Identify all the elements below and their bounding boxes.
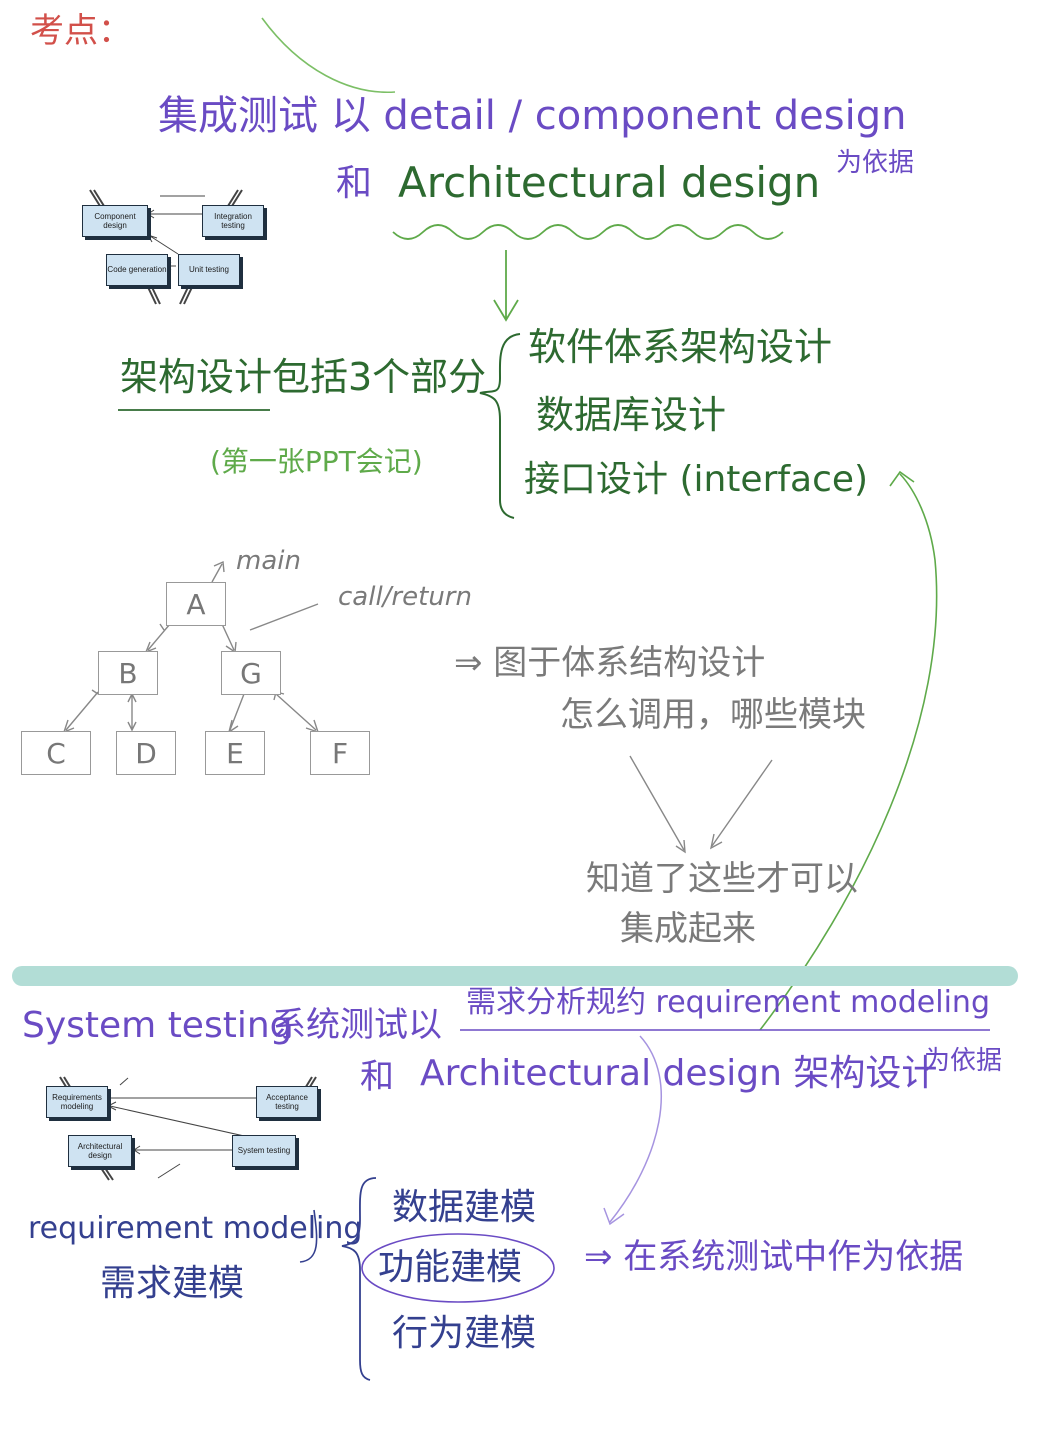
code-generation-box: Code generation (106, 254, 168, 286)
tree-node-g: G (221, 651, 281, 695)
req-en-label: requirement modeling (28, 1211, 363, 1246)
section2-line2-prefix: 和 (360, 1057, 394, 1097)
arch-note: (第一张PPT会记) (210, 445, 423, 478)
section1-line2-suffix: 为依据 (836, 148, 915, 178)
highlight-ellipse (361, 1233, 555, 1303)
component-design-box: Component design (82, 205, 148, 237)
req-brace (341, 1177, 377, 1381)
arch-item-2: 数据库设计 (536, 393, 727, 437)
down-arrow (493, 250, 519, 322)
gray-arrow-right (709, 759, 773, 850)
section2-line1-c: 需求分析规约 requirement modeling (466, 985, 990, 1020)
arrow-main (211, 560, 225, 583)
gray-note-3: 知道了这些才可以 (586, 859, 858, 899)
section2-line1-b: 系统测试以 (272, 1005, 442, 1045)
arrow-a-b (144, 623, 171, 654)
gray-note-1: ⇒ 图于体系结构设计 (454, 643, 766, 683)
gray-note-4: 集成起来 (620, 909, 756, 949)
req-item-3: 行为建模 (392, 1313, 537, 1354)
tree-node-d: D (116, 731, 176, 775)
arrow-g-e (227, 693, 245, 734)
unit-testing-box: Unit testing (178, 254, 240, 286)
acceptance-testing-box: Acceptance testing (256, 1086, 318, 1118)
tree-node-f: F (310, 731, 370, 775)
tree-node-e: E (205, 731, 265, 775)
arch-heading: 架构设计包括3个部分 (120, 355, 487, 399)
tree-node-b: B (98, 651, 158, 695)
arrow-b-c (62, 689, 99, 734)
arrow-a-g (221, 623, 237, 654)
main-label: main (236, 546, 301, 576)
top-arc-stroke (261, 17, 396, 93)
arrow-g-f (273, 691, 320, 734)
requirements-modeling-box: Requirements modeling (46, 1086, 108, 1118)
section2-line1-a: System testing (22, 1005, 293, 1046)
req-en-curl (299, 1209, 318, 1263)
section2-line2-main: Architectural design 架构设计 (420, 1053, 938, 1094)
system-testing-box: System testing (232, 1135, 296, 1167)
integration-testing-box: Integration testing (202, 205, 264, 237)
section1-line1: 集成测试 以 detail / component design (158, 93, 907, 139)
purple-curve-arrow (603, 1035, 662, 1226)
arch-item-1: 软件体系架构设计 (528, 325, 833, 369)
tree-node-c: C (21, 731, 91, 775)
req-conclusion: ⇒ 在系统测试中作为依据 (584, 1237, 964, 1277)
arrow-b-d (127, 692, 137, 732)
section1-line2-main: Architectural design (398, 158, 821, 207)
arch-item-3: 接口设计 (interface) (524, 459, 869, 500)
tree-node-a: A (166, 582, 226, 626)
req-item-1: 数据建模 (392, 1187, 537, 1228)
section1-line2-prefix: 和 (336, 163, 373, 204)
req-cn-label: 需求建模 (100, 1263, 245, 1304)
gray-arrow-left (629, 755, 686, 854)
req-item-2: 功能建模 (378, 1247, 523, 1288)
architectural-design-box: Architectural design (68, 1135, 132, 1167)
arch-brace (479, 333, 521, 519)
section-divider (12, 966, 1018, 986)
section2-line2-suffix: 为依据 (924, 1046, 1003, 1076)
call-return-line (249, 603, 319, 631)
call-return-label: call/return (338, 582, 472, 612)
long-green-arrow (759, 473, 938, 1031)
gray-note-2: 怎么调用，哪些模块 (560, 695, 866, 735)
corner-note: 考点： (30, 11, 132, 51)
wavy-underline (392, 224, 784, 240)
